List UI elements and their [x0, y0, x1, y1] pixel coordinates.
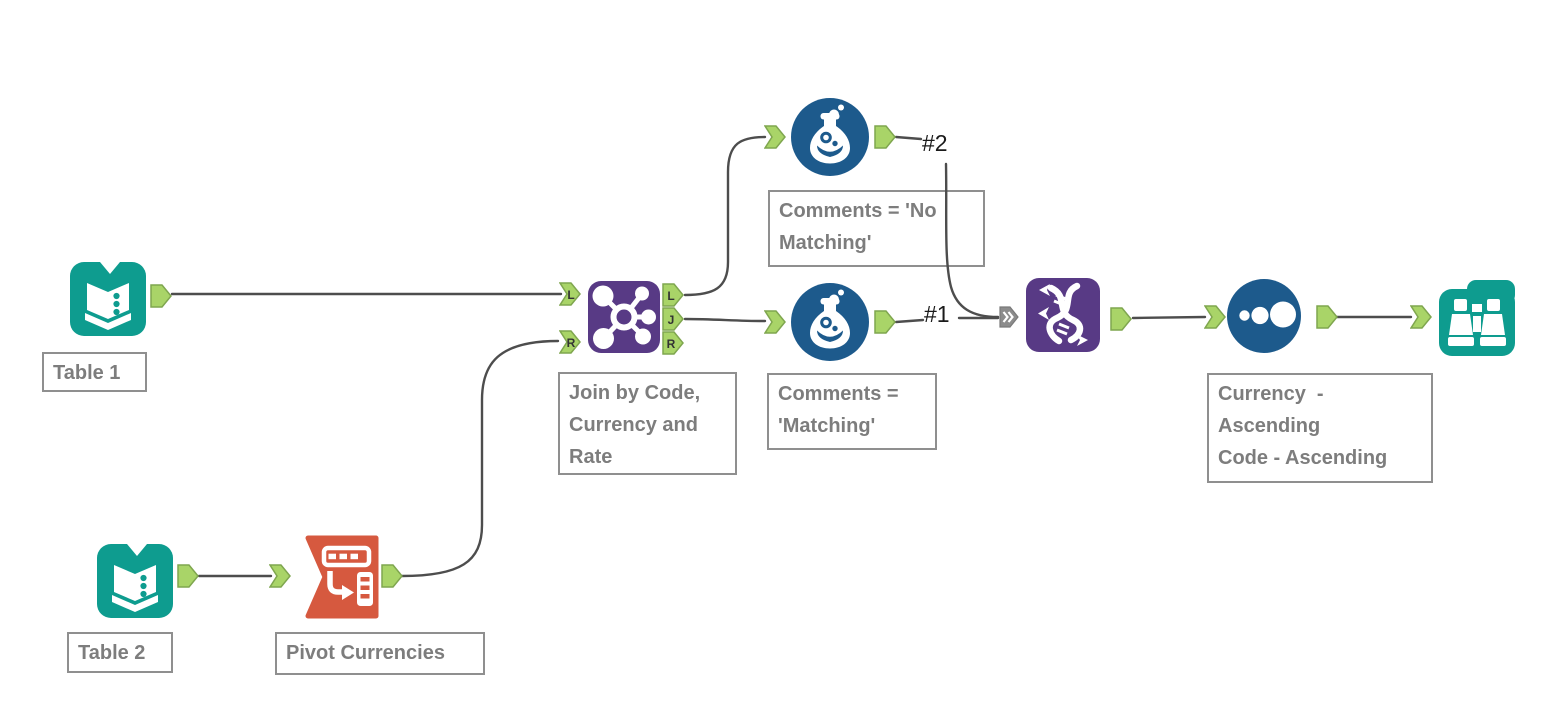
- tool-sort[interactable]: [1227, 279, 1301, 358]
- wire-formula-matching-out[interactable]: [894, 318, 925, 324]
- anchor-browse-input[interactable]: [1410, 305, 1432, 329]
- binoculars-icon: [1439, 280, 1515, 356]
- anchor-formula-matching-output[interactable]: [874, 310, 896, 334]
- anchor-join-input-right[interactable]: R: [559, 330, 581, 354]
- anchor-sort-input[interactable]: [1204, 305, 1226, 329]
- anchor-join-input-left[interactable]: L: [559, 282, 581, 306]
- anchor-join-output-left[interactable]: L: [662, 283, 684, 307]
- wire-union-to-sort[interactable]: [1131, 315, 1207, 320]
- anchor-pivot-input[interactable]: [269, 564, 291, 588]
- wire-join-J-to-formula-matching[interactable]: [683, 317, 767, 323]
- annotation-formula-matching[interactable]: Comments = 'Matching': [767, 373, 937, 450]
- tool-formula-matching[interactable]: [791, 283, 869, 366]
- wire-formula-no-matching-out[interactable]: [894, 135, 923, 141]
- anchor-sort-output[interactable]: [1316, 305, 1338, 329]
- anchor-formula-no-matching-output[interactable]: [874, 125, 896, 149]
- tool-join[interactable]: [587, 280, 661, 359]
- beaker-icon: [791, 98, 869, 176]
- book-icon: [70, 262, 146, 336]
- tool-text-input-table2[interactable]: [95, 540, 175, 625]
- connection-label-no-matching: #2: [922, 130, 948, 156]
- beaker-icon: [791, 283, 869, 361]
- wire-formula-no-matching-to-union[interactable]: [944, 162, 1000, 319]
- wire-join-L-to-formula-no-matching[interactable]: [683, 135, 767, 297]
- anchor-table2-output[interactable]: [177, 564, 199, 588]
- dna-icon: [1026, 278, 1100, 352]
- anchor-letter-L: L: [567, 288, 574, 302]
- anchor-table1-output[interactable]: [150, 284, 172, 308]
- connection-label-matching: #1: [924, 301, 950, 327]
- annotation-table1[interactable]: Table 1: [42, 352, 147, 392]
- anchor-letter-R: R: [667, 337, 676, 351]
- anchor-pivot-output[interactable]: [381, 564, 403, 588]
- anchor-formula-matching-input[interactable]: [764, 310, 786, 334]
- annotation-pivot-currencies[interactable]: Pivot Currencies: [275, 632, 485, 675]
- wire-pivot-to-join-R[interactable]: [400, 339, 560, 578]
- anchor-join-output-right[interactable]: R: [662, 331, 684, 355]
- anchor-formula-no-matching-input[interactable]: [764, 125, 786, 149]
- tool-formula-no-matching[interactable]: [791, 98, 869, 181]
- anchor-letter-J: J: [668, 313, 675, 327]
- tool-transpose-pivot[interactable]: [297, 535, 381, 624]
- tool-union[interactable]: [1025, 277, 1101, 358]
- anchor-letter-L: L: [667, 289, 674, 303]
- annotation-formula-no-matching[interactable]: Comments = 'No Matching': [768, 190, 985, 267]
- book-icon: [97, 544, 173, 618]
- tool-text-input-table1[interactable]: [68, 258, 148, 343]
- sort-circles-icon: [1227, 279, 1301, 353]
- anchor-join-output-join[interactable]: J: [662, 307, 684, 331]
- anchor-letter-R: R: [567, 336, 576, 350]
- anchor-union-multi-input[interactable]: [999, 306, 1019, 328]
- transpose-icon: [305, 535, 379, 619]
- annotation-join[interactable]: Join by Code, Currency and Rate: [558, 372, 737, 475]
- anchor-union-output[interactable]: [1110, 307, 1132, 331]
- annotation-sort[interactable]: Currency - Ascending Code - Ascending: [1207, 373, 1433, 483]
- tool-browse[interactable]: [1437, 278, 1517, 363]
- annotation-table2[interactable]: Table 2: [67, 632, 173, 673]
- join-icon: [588, 281, 660, 353]
